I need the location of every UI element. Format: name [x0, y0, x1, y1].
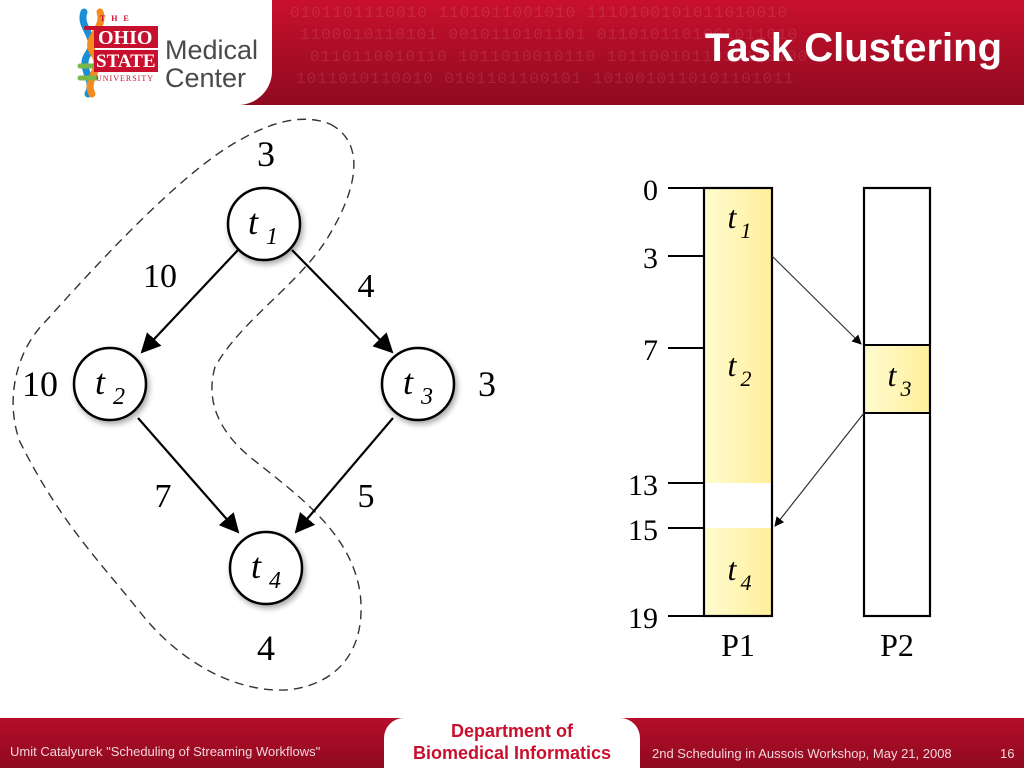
edge-t2-t4 [137, 417, 240, 534]
node-weight-t2: 10 [22, 364, 58, 404]
logo-medical-text: Medical [165, 35, 259, 65]
node-weight-t3: 3 [478, 364, 496, 404]
cluster-outline [12, 118, 362, 691]
logo-wordmark: Medical Center [165, 36, 258, 92]
task-node-t3: t 3 [380, 346, 456, 422]
logo-panel: T H E OHIO STATE UNIVERSITY Medical Cent… [0, 0, 272, 105]
p2-outline [862, 186, 932, 618]
binary-pattern: 0110110010110 1011010010110 101100101101… [310, 48, 809, 66]
slide-footer: Umit Catalyurek "Scheduling of Streaming… [0, 718, 1024, 768]
logo-the-text: T H E [100, 14, 131, 23]
processor-p1: t 1 t 2 t 4 P1 [702, 186, 774, 663]
schedule-figure: 0 3 7 13 15 19 t 1 t 2 t 4 P1 t 3 [628, 174, 932, 663]
ohio-state-badge: T H E OHIO STATE UNIVERSITY [94, 14, 158, 88]
block-subscript: 2 [741, 366, 752, 391]
block-label: t [728, 551, 738, 587]
edge-t1-t2 [140, 249, 239, 354]
edge-weight-t1-t2: 10 [143, 258, 177, 295]
comm-arrow-t1-t3 [771, 255, 862, 345]
processor-label-p1: P1 [721, 627, 755, 663]
binary-pattern: 1011010110010 0101101100101 101001011010… [296, 70, 795, 88]
idle-block [704, 483, 772, 528]
node-label: t [251, 546, 262, 586]
edge-weight-t3-t4: 5 [358, 478, 375, 515]
node-subscript: 4 [269, 568, 281, 594]
task-node-t1: t 1 [226, 186, 302, 262]
task-graph-figure: 10 4 7 5 t 1 3 t 2 10 t 3 3 t 4 4 [12, 118, 496, 691]
processor-label-p2: P2 [880, 627, 914, 663]
department-line-2: Biomedical Informatics [412, 743, 612, 763]
time-tick-7: 7 [643, 334, 658, 367]
time-tick-3: 3 [643, 242, 658, 275]
edge-t1-t3 [291, 249, 394, 354]
logo-university-text: UNIVERSITY [96, 74, 154, 83]
edge-t3-t4 [294, 417, 394, 534]
binary-pattern: 1100010110101 0010110101101 011010110100… [300, 26, 799, 44]
task-block-t4 [704, 528, 772, 616]
time-tick-15: 15 [628, 514, 658, 547]
block-subscript: 4 [741, 570, 752, 595]
state-box [94, 50, 158, 72]
task-node-t2: t 2 [72, 346, 148, 422]
logo-ohio-text: OHIO [98, 27, 153, 49]
node-label: t [403, 362, 414, 402]
block-label: t [888, 357, 898, 393]
block-subscript: 1 [741, 218, 752, 243]
slide-header: 0101101110010 1101011001010 111010010101… [0, 0, 1024, 105]
page-number: 16 [1000, 746, 1015, 761]
edge-weight-t1-t3: 4 [358, 268, 375, 305]
node-label: t [95, 362, 106, 402]
edge-weight-t2-t4: 7 [155, 478, 172, 515]
node-weight-t1: 3 [257, 134, 275, 174]
time-tick-13: 13 [628, 469, 658, 502]
department-badge: Department of Biomedical Informatics [384, 718, 640, 768]
processor-p2: t 3 P2 [862, 186, 932, 663]
p1-outline [702, 186, 774, 618]
time-tick-0: 0 [643, 174, 658, 207]
node-subscript: 3 [420, 384, 433, 410]
node-subscript: 1 [266, 224, 278, 250]
footer-event: 2nd Scheduling in Aussois Workshop, May … [652, 746, 952, 761]
task-block-t3 [864, 345, 930, 413]
node-label: t [248, 202, 259, 242]
footer-author: Umit Catalyurek "Scheduling of Streaming… [10, 744, 321, 759]
logo-center-text: Center [165, 63, 247, 93]
block-subscript: 3 [900, 376, 912, 401]
ohio-box [94, 26, 158, 48]
slide-title: Task Clustering [704, 26, 1002, 70]
node-subscript: 2 [113, 384, 125, 410]
comm-arrow-t3-t4 [774, 412, 865, 527]
task-block-t1 [704, 188, 772, 256]
logo-state-text: STATE [96, 51, 156, 72]
task-node-t4: t 4 [228, 530, 304, 606]
task-block-t2 [704, 256, 772, 483]
time-tick-19: 19 [628, 602, 658, 635]
node-weight-t4: 4 [257, 628, 275, 668]
binary-pattern: 0101101110010 1101011001010 111010010101… [290, 4, 789, 22]
department-line-1: Department of [450, 721, 573, 741]
block-label: t [728, 347, 738, 383]
block-label: t [728, 199, 738, 235]
